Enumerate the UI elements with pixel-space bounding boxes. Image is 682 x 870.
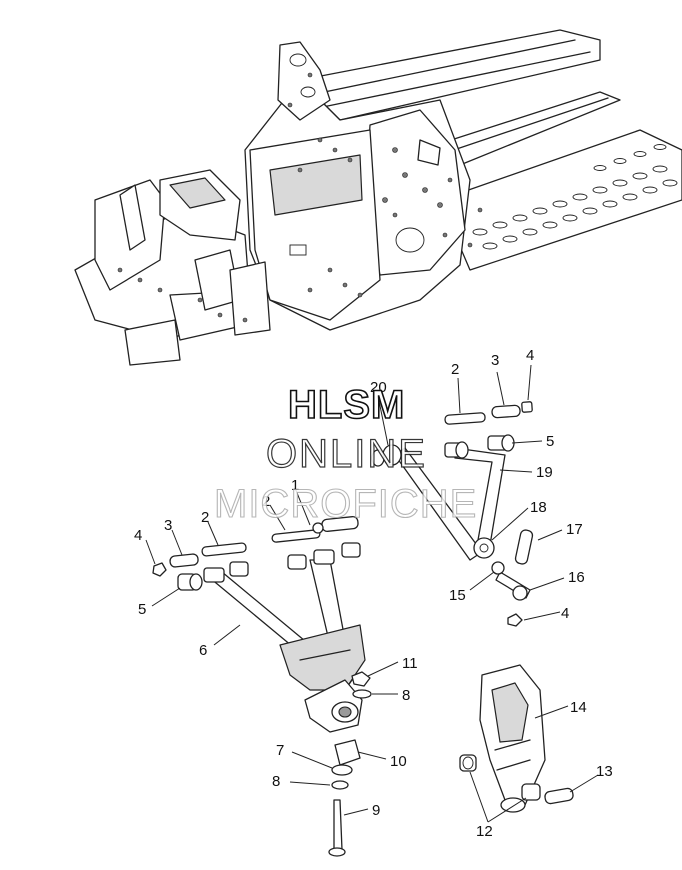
spindle-assembly [459,664,574,813]
callout-5-upper: 5 [546,433,554,450]
watermark-line-3: MICROFICHE [214,482,477,526]
watermark-line-1: HLSM [288,383,405,427]
callout-labels: 2 3 4 20 5 19 18 17 16 15 4 1 2 2 3 4 5 … [134,347,613,840]
callout-7: 7 [276,742,284,759]
callout-16: 16 [568,569,585,586]
callout-4-upper: 4 [526,347,534,364]
upper-a-arm-assembly [371,401,534,627]
callout-17: 17 [566,521,583,538]
callout-12: 12 [476,823,493,840]
callout-15: 15 [449,587,466,604]
callout-3-upper: 3 [491,352,499,369]
callout-14: 14 [570,699,587,716]
callout-20: 20 [370,379,387,396]
callout-3-left: 3 [164,517,172,534]
callout-19: 19 [536,464,553,481]
callout-10: 10 [390,753,407,770]
callout-8-upper: 8 [402,687,410,704]
leader-lines [145,364,599,823]
callout-4-lower-right: 4 [561,605,569,622]
callout-4-left: 4 [134,527,142,544]
callout-5-lower: 5 [138,601,146,618]
callout-6: 6 [199,642,207,659]
callout-11: 11 [402,655,418,672]
callout-18: 18 [530,499,547,516]
callout-2-upper: 2 [451,361,459,378]
lower-a-arm-assembly [152,515,372,857]
frame-rivets [117,72,483,323]
chassis-frame [74,29,682,366]
callout-8-lower: 8 [272,773,280,790]
watermark-line-2: ONLINE [266,432,427,476]
callout-9: 9 [372,802,380,819]
watermark: HLSM ONLINE MICROFICHE [213,382,477,526]
callout-2-mid: 2 [262,493,270,510]
callout-1: 1 [291,477,299,494]
running-board-holes [472,144,678,250]
callout-13: 13 [596,763,613,780]
callout-2-left: 2 [201,509,209,526]
